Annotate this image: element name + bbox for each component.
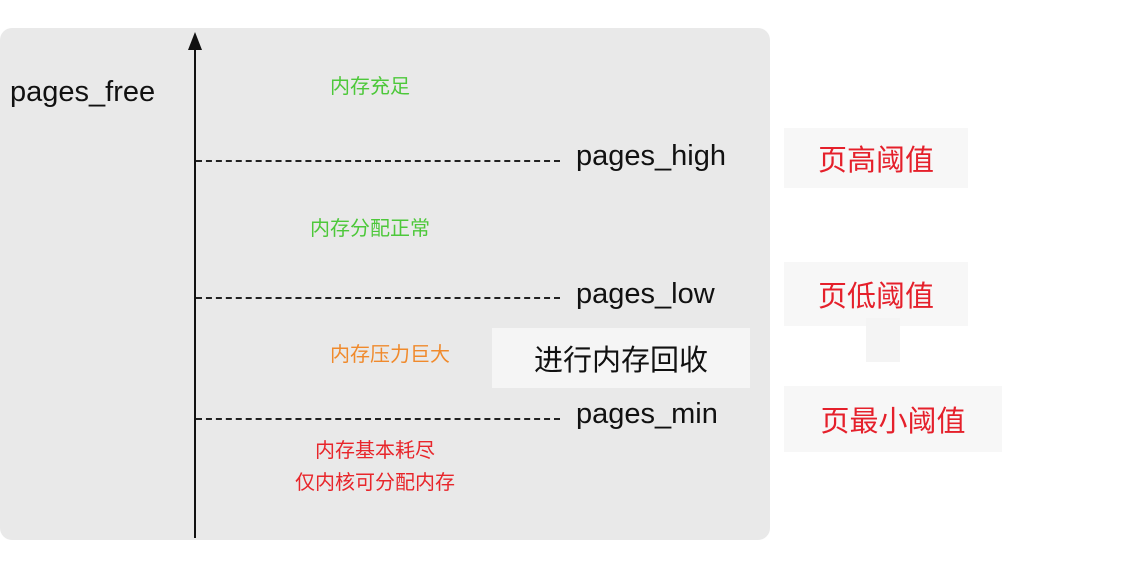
threshold-name-high: pages_high <box>576 140 726 172</box>
threshold-cn-label-high: 页高阈值 <box>784 128 968 188</box>
zone-pressure: 内存压力巨大 <box>290 338 490 370</box>
zone-line: 内存基本耗尽 <box>315 438 435 462</box>
axis-label: pages_free <box>10 76 156 108</box>
zone-line: 内存分配正常 <box>310 216 430 240</box>
threshold-cn-label-low: 页低阈值 <box>784 262 968 326</box>
zone-line: 仅内核可分配内存 <box>295 470 455 494</box>
threshold-line-low <box>196 297 560 299</box>
zone-sufficient: 内存充足 <box>280 70 460 102</box>
threshold-line-high <box>196 160 560 162</box>
zone-normal: 内存分配正常 <box>270 212 470 244</box>
axis-arrow-icon <box>188 32 202 50</box>
zone-exhausted: 内存基本耗尽 仅内核可分配内存 <box>250 434 500 498</box>
diagram-panel <box>0 28 770 540</box>
zone-line: 内存充足 <box>330 74 410 98</box>
threshold-name-min: pages_min <box>576 398 718 430</box>
faded-mark <box>866 318 900 362</box>
threshold-cn-label-min: 页最小阈值 <box>784 386 1002 452</box>
y-axis <box>194 48 196 538</box>
threshold-name-low: pages_low <box>576 278 715 310</box>
threshold-line-min <box>196 418 560 420</box>
reclaim-note: 进行内存回收 <box>492 328 750 388</box>
zone-line: 内存压力巨大 <box>330 342 450 366</box>
